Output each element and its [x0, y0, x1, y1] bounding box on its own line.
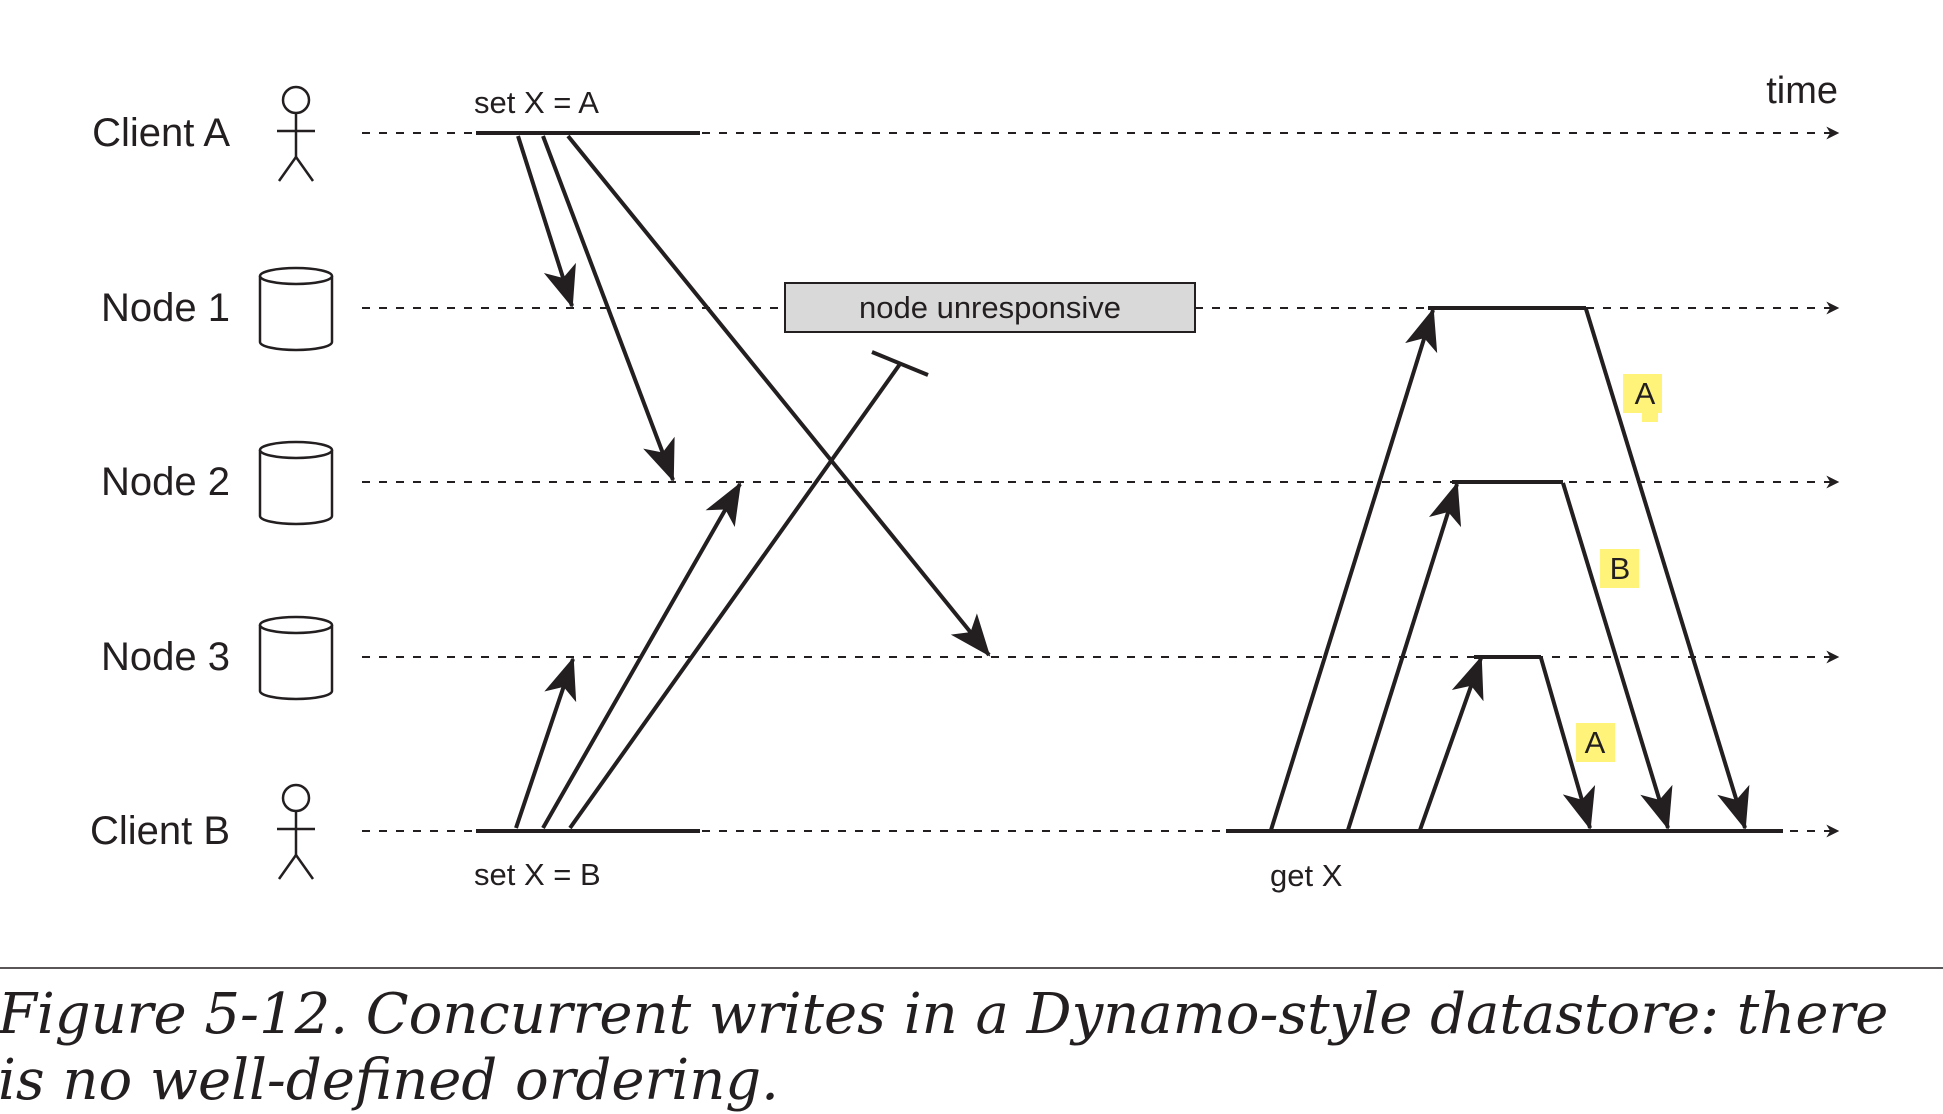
response-badge-node-1: A: [1623, 374, 1662, 422]
cylinder-icon: [258, 440, 334, 526]
stick-figure-icon: [277, 85, 315, 182]
participant-label-client-b: Client B: [90, 809, 230, 853]
response-badge-node-2: B: [1600, 549, 1639, 588]
write-b-to-node-1-lost-arrow: [568, 362, 902, 830]
lost-message-cross-mark: [871, 350, 929, 377]
operation-label-set-a: set X = A: [474, 85, 599, 120]
figure-caption: Figure 5-12. Concurrent writes in a Dyna…: [0, 982, 1889, 1113]
operation-label-get: get X: [1270, 858, 1343, 893]
read-request-node-1-arrow: [1269, 307, 1438, 831]
write-a-to-node-1-arrow: [516, 135, 576, 309]
participant-label-node-1: Node 1: [101, 286, 230, 330]
response-value-node-2: B: [1610, 551, 1631, 586]
response-value-node-1: A: [1635, 376, 1656, 411]
write-a-to-node-3-arrow: [566, 134, 991, 657]
read-response-node-2-arrow: [1561, 482, 1673, 831]
read-request-node-3-arrow: [1418, 656, 1484, 831]
read-response-node-3-arrow: [1539, 657, 1596, 831]
response-badge-node-3: A: [1576, 723, 1615, 762]
time-label: time: [1766, 70, 1838, 112]
write-b-to-node-2-arrow: [541, 482, 742, 829]
participant-label-node-3: Node 3: [101, 635, 230, 679]
read-response-node-1-arrow: [1584, 308, 1750, 831]
operation-label-set-b: set X = B: [474, 857, 601, 892]
response-value-node-3: A: [1585, 725, 1606, 760]
node-unresponsive-label: node unresponsive: [859, 290, 1121, 325]
write-a-to-node-2-arrow: [541, 135, 675, 482]
cylinder-icon: [258, 615, 334, 701]
participant-label-client-a: Client A: [92, 111, 230, 155]
write-b-to-node-3-arrow: [514, 657, 577, 829]
node-unresponsive-box: [784, 282, 1196, 333]
cylinder-icon: [258, 266, 334, 352]
participant-label-node-2: Node 2: [101, 460, 230, 504]
stick-figure-icon: [277, 783, 315, 880]
read-request-node-2-arrow: [1346, 481, 1462, 831]
